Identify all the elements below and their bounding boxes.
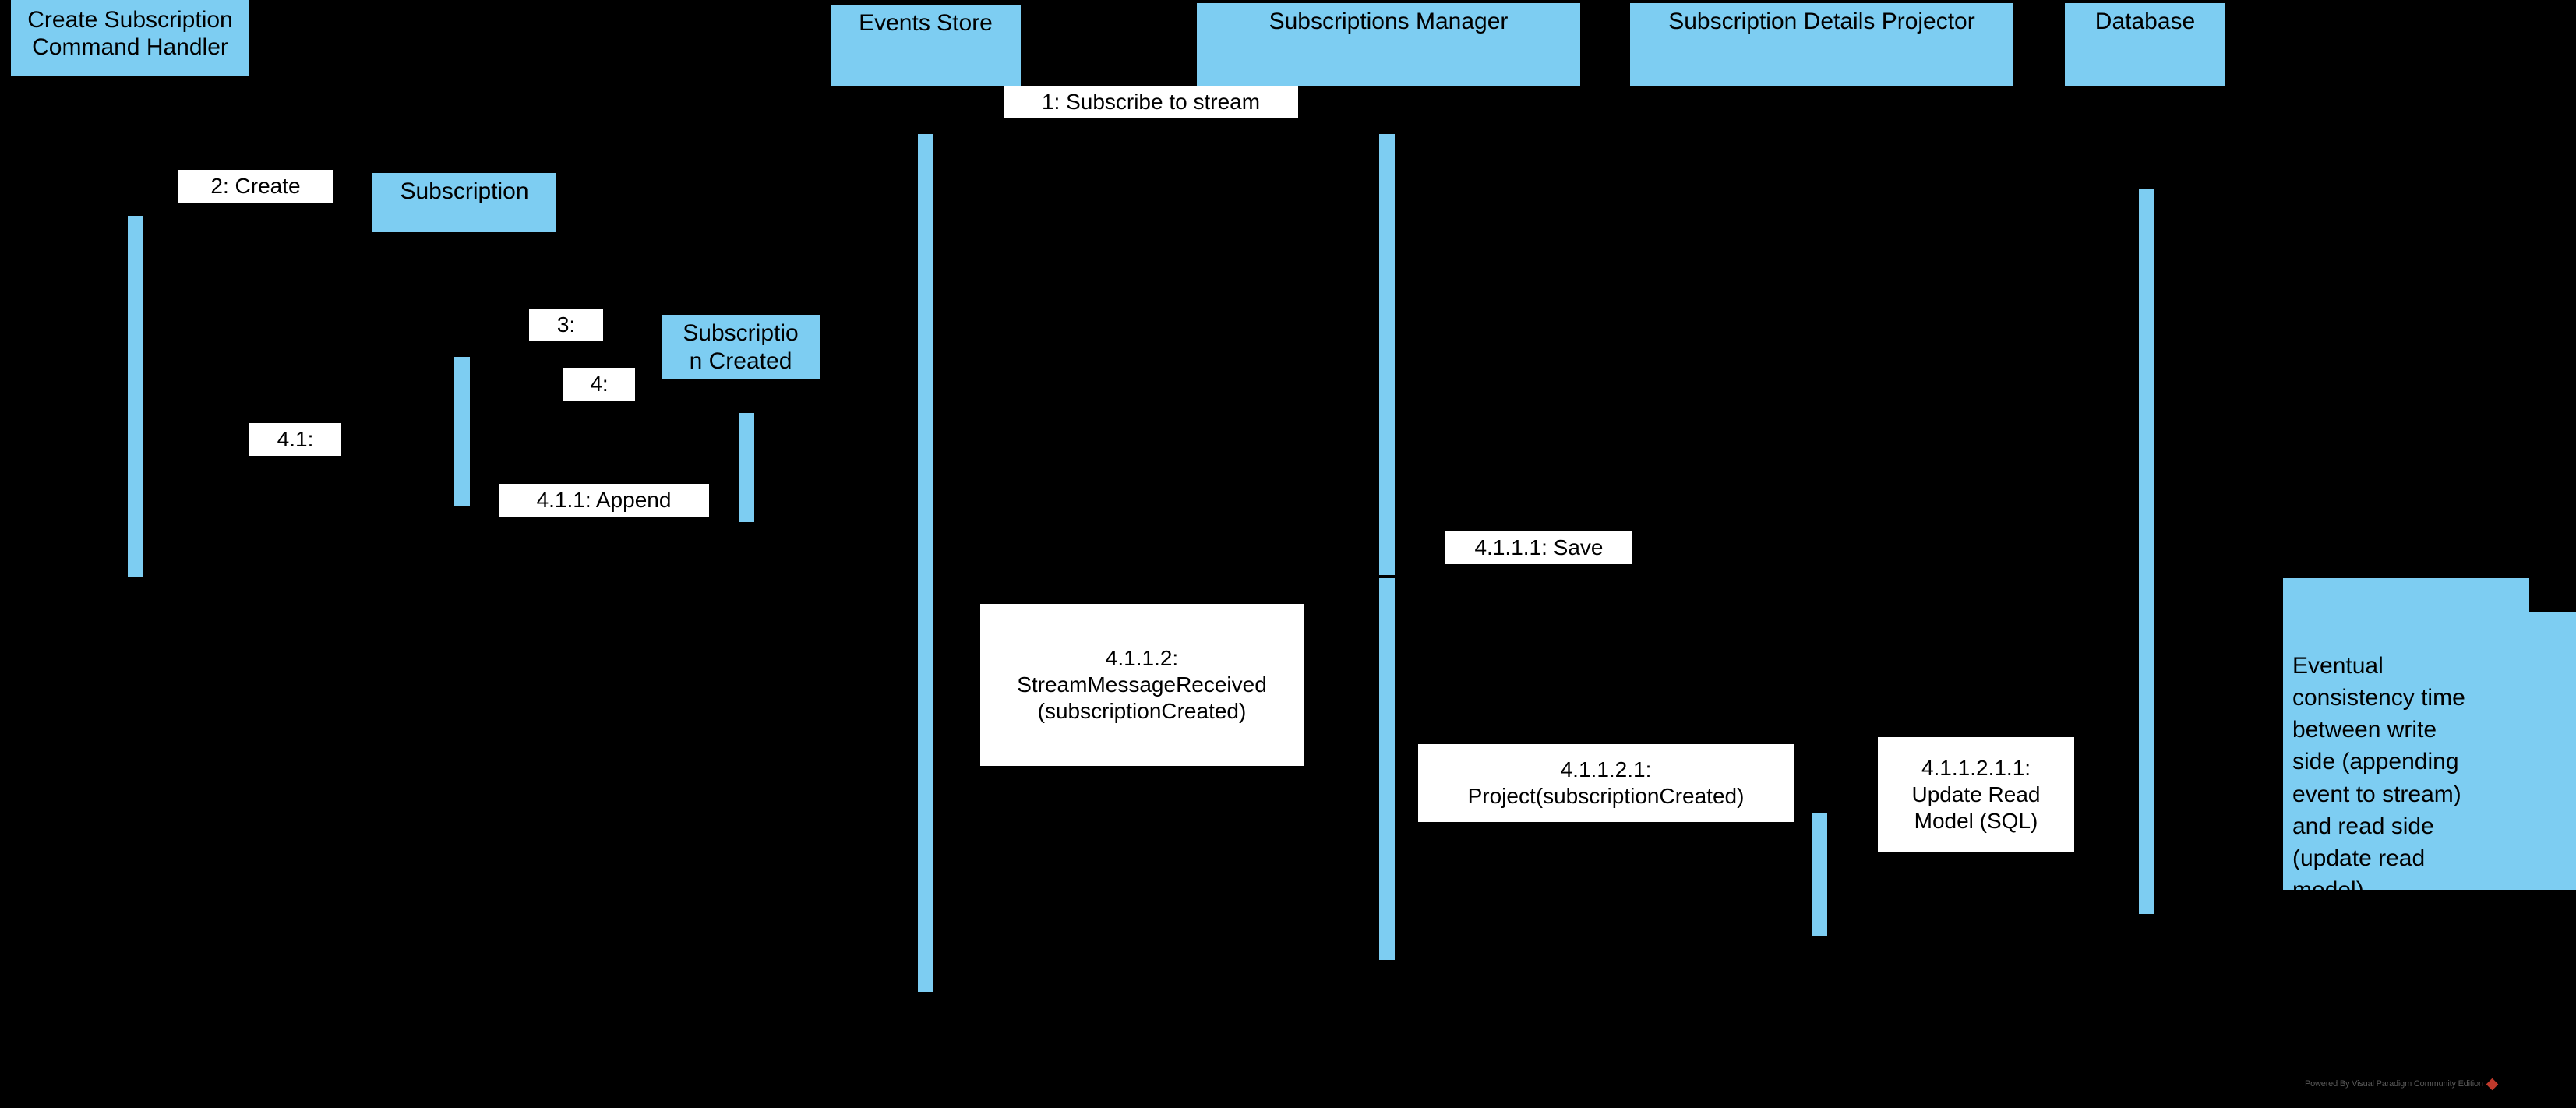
activation-bar-subscription-details-projector[interactable]: [1812, 813, 1827, 936]
message-text-4-1-1-1: 4.1.1.1: Save: [1474, 535, 1604, 559]
lifeline-header-subscription-details-projector[interactable]: Subscription Details Projector: [1630, 3, 2013, 86]
message-text-4-1-1-2: 4.1.1.2: StreamMessageReceived (subscrip…: [1017, 645, 1267, 724]
message-text-4: 4:: [590, 371, 609, 396]
message-text-4-1: 4.1:: [277, 426, 314, 451]
message-label-1-subscribe-to-stream[interactable]: 1: Subscribe to stream: [1004, 86, 1298, 118]
note-text: Eventual consistency time between write …: [2292, 653, 2465, 890]
activation-bar-create-subscription-command-handler[interactable]: [128, 216, 143, 577]
message-text-2: 2: Create: [210, 173, 301, 198]
lifeline-header-database[interactable]: Database: [2065, 3, 2225, 86]
activation-bar-events-store[interactable]: [918, 134, 933, 992]
activation-bar-subscriptions-manager-lower[interactable]: [1379, 578, 1395, 960]
message-label-4-1[interactable]: 4.1:: [249, 423, 341, 456]
note-fold-corner-icon: [2529, 578, 2576, 612]
message-label-4-1-1-append[interactable]: 4.1.1: Append: [499, 484, 709, 517]
object-box-subscription[interactable]: Subscription: [372, 173, 556, 232]
lifeline-header-subscriptions-manager[interactable]: Subscriptions Manager: [1197, 3, 1580, 86]
lifeline-label-create-subscription-command-handler: Create Subscription Command Handler: [27, 7, 233, 61]
message-label-3[interactable]: 3:: [529, 309, 603, 341]
message-label-4-1-1-1-save[interactable]: 4.1.1.1: Save: [1445, 531, 1632, 564]
visual-paradigm-diamond-icon: [2486, 1078, 2499, 1090]
message-label-4-1-1-2-streammessagereceived[interactable]: 4.1.1.2: StreamMessageReceived (subscrip…: [980, 604, 1304, 766]
object-box-subscription-created[interactable]: Subscriptio n Created: [662, 315, 820, 379]
message-text-4-1-1: 4.1.1: Append: [536, 487, 672, 512]
message-text-4-1-1-2-1-1: 4.1.1.2.1.1: Update Read Model (SQL): [1911, 755, 2041, 834]
lifeline-label-database: Database: [2094, 9, 2196, 34]
object-label-subscription: Subscription: [400, 178, 529, 204]
message-text-3: 3:: [556, 312, 576, 337]
lifeline-header-events-store[interactable]: Events Store: [831, 5, 1021, 86]
lifeline-header-create-subscription-command-handler[interactable]: Create Subscription Command Handler: [11, 0, 249, 76]
activation-bar-database[interactable]: [2139, 189, 2154, 914]
eventual-consistency-note[interactable]: Eventual consistency time between write …: [2283, 578, 2576, 890]
message-label-4-1-1-2-1-1-update-read-model[interactable]: 4.1.1.2.1.1: Update Read Model (SQL): [1878, 737, 2074, 852]
message-text-1: 1: Subscribe to stream: [1041, 89, 1261, 114]
lifeline-label-events-store: Events Store: [859, 10, 993, 36]
watermark: Powered By Visual Paradigm Community Edi…: [2305, 1078, 2499, 1090]
activation-bar-subscription-created[interactable]: [739, 413, 754, 522]
lifeline-label-subscription-details-projector: Subscription Details Projector: [1668, 9, 1975, 34]
watermark-text: Powered By Visual Paradigm Community Edi…: [2305, 1079, 2483, 1089]
activation-bar-subscriptions-manager-upper[interactable]: [1379, 134, 1395, 575]
object-label-subscription-created: Subscriptio n Created: [683, 320, 799, 374]
message-label-4-1-1-2-1-project[interactable]: 4.1.1.2.1: Project(subscriptionCreated): [1418, 744, 1794, 822]
message-label-2-create[interactable]: 2: Create: [178, 170, 333, 203]
lifeline-label-subscriptions-manager: Subscriptions Manager: [1269, 9, 1509, 34]
activation-bar-subscription[interactable]: [454, 357, 470, 506]
message-label-4[interactable]: 4:: [563, 368, 635, 401]
message-text-4-1-1-2-1: 4.1.1.2.1: Project(subscriptionCreated): [1467, 757, 1745, 808]
